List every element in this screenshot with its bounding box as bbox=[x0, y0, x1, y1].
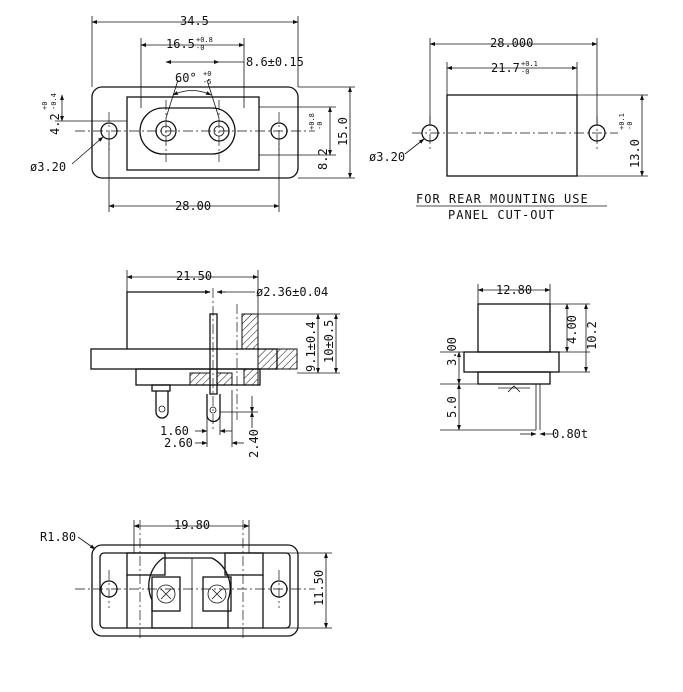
dim-60-tol-up: +0 bbox=[203, 70, 211, 78]
dim-10: 10±0.5 bbox=[322, 320, 336, 363]
dim-60-deg: 60° bbox=[175, 71, 197, 85]
dim-16-5-tol-dn: -0 bbox=[196, 44, 204, 52]
panel-cutout-view: 28.000 21.7 +0.1 -0 13.0 +0.1 -0 ø3.20 F… bbox=[369, 36, 648, 222]
note-line-2: PANEL CUT-OUT bbox=[448, 208, 555, 222]
dim-2-40: 2.40 bbox=[247, 429, 261, 458]
dim-34-5: 34.5 bbox=[180, 14, 209, 28]
dim-2-36: ø2.36±0.04 bbox=[256, 285, 328, 299]
dim-13-0-tol-up: +0.1 bbox=[618, 113, 626, 130]
dim-21-50: 21.50 bbox=[176, 269, 212, 283]
dim-4-00: 4.00 bbox=[565, 315, 579, 344]
dim-r1-80: R1.80 bbox=[40, 530, 76, 544]
dim-12-80: 12.80 bbox=[496, 283, 532, 297]
dim-8-2-tol-up: +0.8 bbox=[308, 113, 316, 130]
side-section-view: 21.50 ø2.36±0.04 9.1±0.4 10±0.5 1.60 2.6… bbox=[90, 269, 340, 458]
dim-15-0: 15.0 bbox=[336, 117, 350, 146]
dim-21-7-tol-dn: -0 bbox=[521, 68, 529, 76]
dim-21-7: 21.7 bbox=[491, 61, 520, 75]
dim-8-2-tol-dn: -0 bbox=[316, 122, 324, 130]
dim-2-60: 2.60 bbox=[164, 436, 193, 450]
dim-8-2: 8.2 bbox=[316, 148, 330, 170]
rear-view: R1.80 19.80 11.50 bbox=[40, 518, 332, 640]
dim-60-tol-dn: -5 bbox=[203, 78, 211, 86]
dim-hole-dia-left: ø3.20 bbox=[30, 160, 66, 174]
dim-8-6: 8.6±0.15 bbox=[246, 55, 304, 69]
dim-11-50: 11.50 bbox=[312, 570, 326, 606]
dim-1-60: 1.60 bbox=[160, 424, 189, 438]
dim-28-000: 28.000 bbox=[490, 36, 533, 50]
dim-4-2: 4.2 bbox=[48, 113, 62, 135]
dim-4-2-tol-up: +0 bbox=[41, 102, 49, 110]
dim-0-80t: 0.80t bbox=[552, 427, 588, 441]
dim-28-00: 28.00 bbox=[175, 199, 211, 213]
dim-16-5: 16.5 bbox=[166, 37, 195, 51]
dim-hole-dia-right: ø3.20 bbox=[369, 150, 405, 164]
dim-5-0: 5.0 bbox=[445, 396, 459, 418]
end-view: 12.80 4.00 10.2 3.00 5.0 0.80t bbox=[440, 283, 599, 441]
dim-21-7-tol-up: +0.1 bbox=[521, 60, 538, 68]
dim-13-0-tol-dn: -0 bbox=[626, 122, 634, 130]
dim-10-2: 10.2 bbox=[585, 321, 599, 350]
dim-13-0: 13.0 bbox=[628, 139, 642, 168]
dim-3-00: 3.00 bbox=[445, 337, 459, 366]
dim-9-1: 9.1±0.4 bbox=[304, 321, 318, 372]
dim-4-2-tol-dn: -0.4 bbox=[50, 93, 58, 110]
front-view: 34.5 16.5 +0.8 -0 8.6±0.15 60° +0 -5 4.2… bbox=[30, 14, 355, 213]
dim-16-5-tol-up: +0.8 bbox=[196, 36, 213, 44]
note-line-1: FOR REAR MOUNTING USE bbox=[416, 192, 589, 206]
dim-19-80: 19.80 bbox=[174, 518, 210, 532]
